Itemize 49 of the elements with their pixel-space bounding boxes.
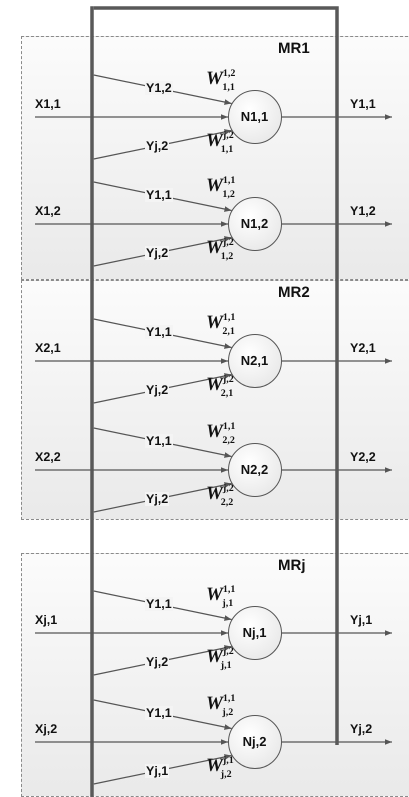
edge-label: Yj,2 (350, 722, 372, 736)
arrow (282, 221, 392, 227)
edge-label: X1,1 (35, 97, 61, 111)
edge-label: Yj,2 (145, 492, 170, 506)
arrow (282, 114, 392, 120)
arrow (35, 114, 228, 120)
edge-label: Y2,2 (350, 450, 376, 464)
arrow (282, 467, 392, 473)
edge-label: Yj,2 (145, 139, 170, 153)
edge-label: Yj,2 (145, 383, 170, 397)
edge-label: Yj,1 (350, 613, 372, 627)
edge-label: Y1,1 (145, 706, 173, 720)
arrow (282, 630, 392, 636)
group-title: MR2 (278, 284, 310, 301)
edge-label: Yj,2 (145, 655, 170, 669)
arrow (282, 739, 392, 745)
arrow (35, 467, 228, 473)
neuron-label: Nj,2 (242, 734, 266, 749)
group-box (21, 36, 409, 280)
edge-label: Y1,1 (145, 325, 173, 339)
edge-label: Yj,2 (145, 246, 170, 260)
arrow (35, 630, 228, 636)
edge-label: Y2,1 (350, 341, 376, 355)
edge-label: Xj,2 (35, 722, 58, 736)
edge-label: X1,2 (35, 204, 61, 218)
arrow (35, 358, 228, 364)
bus-line (90, 6, 94, 797)
edge-label: Y1,2 (145, 81, 173, 95)
neuron-label: N2,2 (240, 462, 268, 477)
neuron-label: Nj,1 (242, 625, 266, 640)
edge-label: Yj,1 (145, 764, 170, 778)
arrow (35, 739, 228, 745)
group-title: MR1 (278, 40, 310, 57)
edge-label: Xj,1 (35, 613, 58, 627)
group-box (21, 553, 409, 797)
neuron-label: N1,2 (240, 216, 268, 231)
edge-label: Y1,1 (145, 597, 173, 611)
neuron-label: N1,1 (240, 109, 268, 124)
group-title: MRj (278, 557, 306, 574)
arrow (35, 221, 228, 227)
group-box (21, 280, 409, 520)
edge-label: Y1,1 (145, 434, 173, 448)
arrow (282, 358, 392, 364)
edge-label: X2,2 (35, 450, 61, 464)
edge-label: Y1,2 (350, 204, 376, 218)
edge-label: X2,1 (35, 341, 61, 355)
edge-label: Y1,1 (145, 188, 173, 202)
edge-label: Y1,1 (350, 97, 376, 111)
neuron-label: N2,1 (240, 353, 268, 368)
